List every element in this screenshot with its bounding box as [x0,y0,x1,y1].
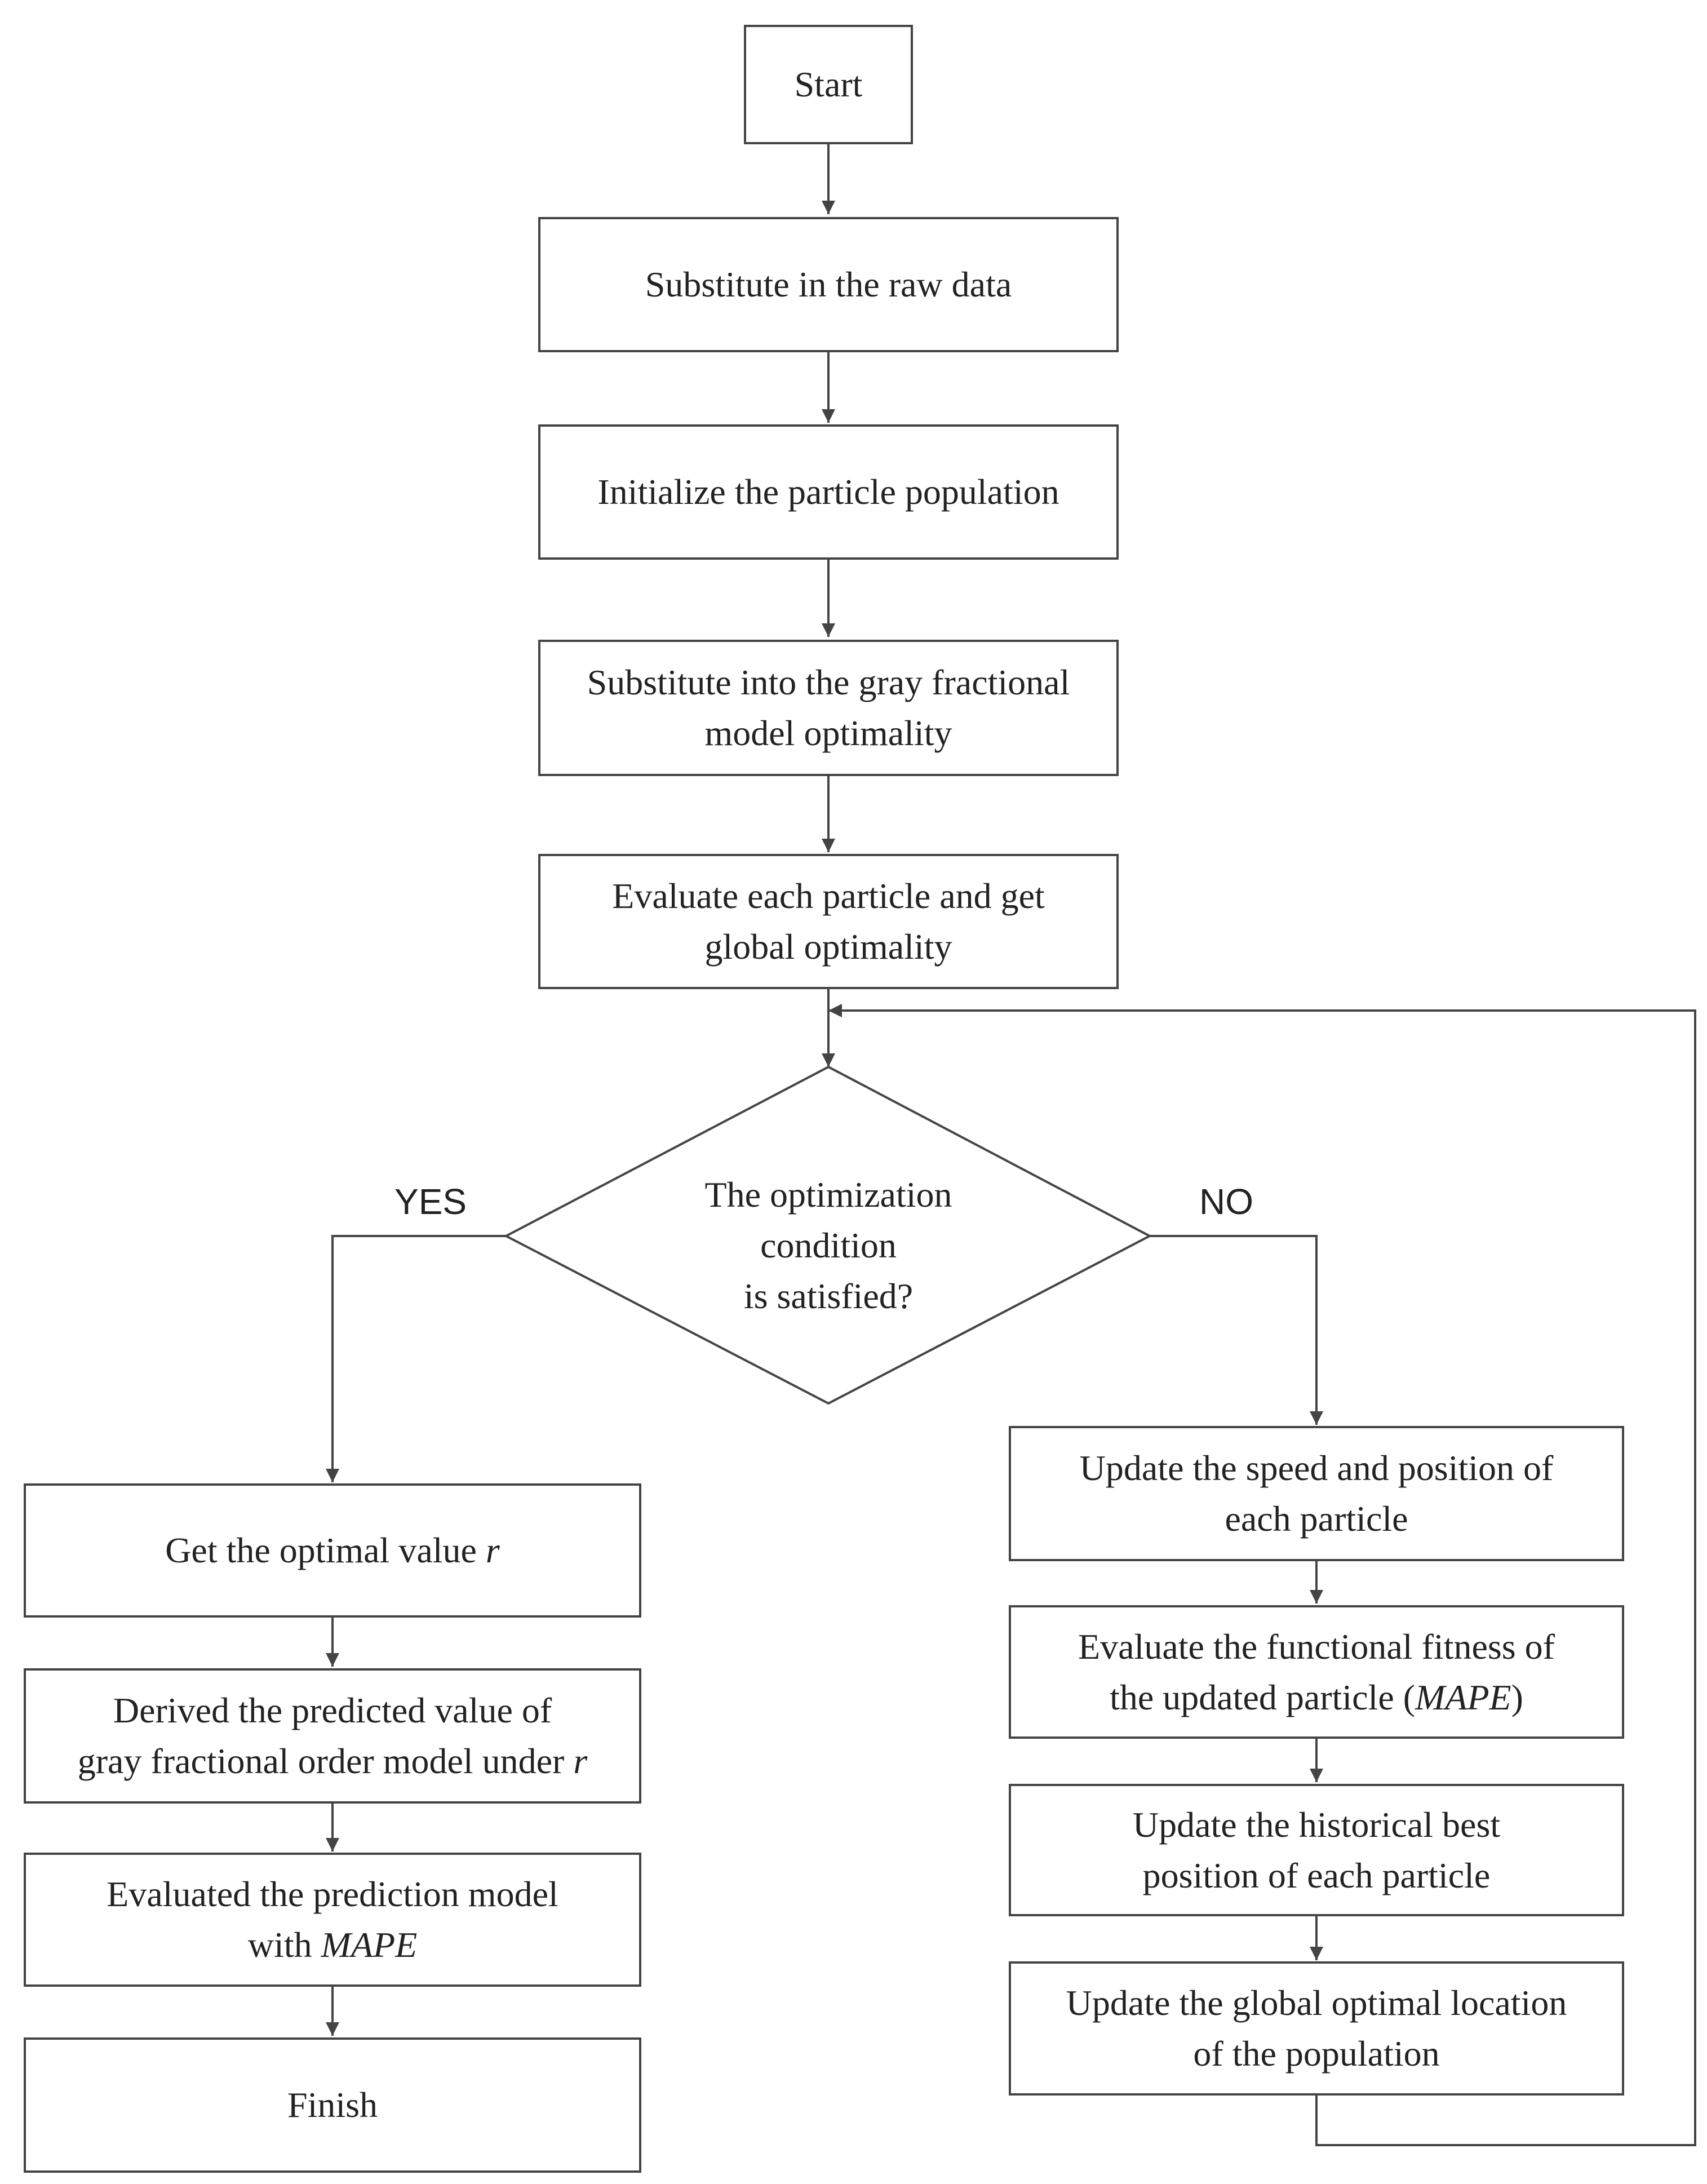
get-optimal-box: Get the optimal value r [24,1483,641,1618]
derived-box: Derived the predicted value of gray frac… [24,1668,641,1804]
start-label: Start [794,64,863,104]
update-global-line2: of the population [1193,2034,1440,2074]
update-speed-line2: each particle [1225,1499,1408,1539]
get-optimal-label: Get the optimal value r [165,1525,500,1576]
derived-line2-text: gray fractional order model under [77,1741,574,1781]
decision-line2: is satisfied? [743,1276,914,1316]
evaluated-box: Evaluated the prediction model with MAPE [24,1853,641,1987]
no-label: NO [1199,1181,1253,1222]
update-global-box: Update the global optimal location of th… [1009,1961,1624,2096]
arrow-loop-back [828,1004,1696,2146]
evaluated-line2-var: MAPE [321,1925,418,1965]
init-population-box: Initialize the particle population [538,424,1119,560]
update-speed-box: Update the speed and position of each pa… [1009,1426,1624,1561]
eval-fitness-box: Evaluate the functional fitness of the u… [1009,1605,1624,1739]
evaluate-global-line1: Evaluate each particle and get [612,876,1045,916]
get-optimal-var: r [485,1530,500,1570]
evaluate-global-box: Evaluate each particle and get global op… [538,854,1119,989]
substitute-model-line1: Substitute into the gray fractional [587,662,1070,702]
substitute-model-line2: model optimality [704,713,952,753]
init-population-label: Initialize the particle population [597,472,1059,512]
derived-line2: gray fractional order model under r [78,1736,588,1787]
start-box: Start [744,25,913,144]
evaluated-line1: Evaluated the prediction model [107,1874,558,1914]
update-hist-box: Update the historical best position of e… [1009,1784,1624,1916]
evaluated-line2: with MAPE [248,1920,417,1970]
eval-fitness-line2-text: the updated particle ( [1110,1677,1416,1717]
update-hist-line2: position of each particle [1142,1855,1491,1895]
substitute-raw-label: Substitute in the raw data [645,264,1012,304]
update-hist-line1: Update the historical best [1132,1804,1501,1845]
update-global-line1: Update the global optimal location [1066,1983,1567,2023]
evaluated-line2-text: with [247,1925,321,1965]
eval-fitness-line2-var: MAPE [1415,1677,1511,1717]
finish-label: Finish [287,2085,378,2125]
yes-label: YES [394,1181,467,1222]
finish-box: Finish [24,2037,641,2173]
eval-fitness-line1: Evaluate the functional fitness of [1078,1626,1555,1667]
derived-line2-var: r [573,1741,588,1781]
eval-fitness-line2-suffix: ) [1511,1677,1523,1717]
arrow-no-branch [1150,1235,1323,1425]
derived-line1: Derived the predicted value of [113,1690,552,1730]
get-optimal-text: Get the optimal value [165,1530,486,1570]
decision-diamond [503,1065,1152,1405]
evaluate-global-line2: global optimality [704,927,952,967]
update-speed-line1: Update the speed and position of [1079,1448,1554,1488]
decision-line1: The optimization condition [704,1175,952,1265]
decision-text: The optimization condition is satisfied? [637,1175,1020,1316]
substitute-raw-box: Substitute in the raw data [538,217,1119,352]
substitute-model-box: Substitute into the gray fractional mode… [538,640,1119,776]
eval-fitness-line2: the updated particle (MAPE) [1110,1672,1523,1723]
arrow-yes-branch [326,1235,506,1482]
